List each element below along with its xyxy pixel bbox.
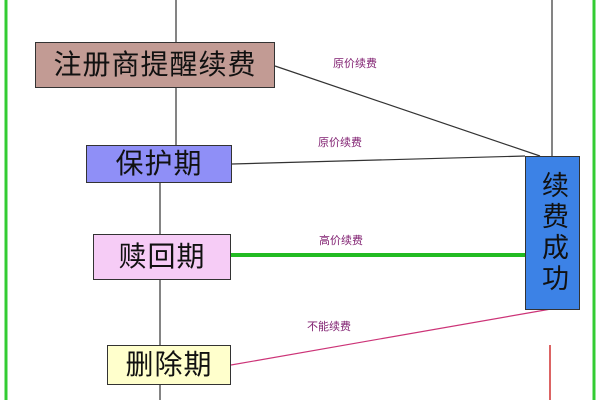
redemption-period-box: 赎回期 — [93, 234, 231, 280]
edge-delete-to-success — [230, 308, 552, 366]
protection-period-box: 保护期 — [86, 145, 232, 183]
edge-label-register: 原价续费 — [333, 57, 377, 70]
edge-label-delete: 不能续费 — [307, 320, 351, 333]
edge-label-protect: 原价续费 — [318, 136, 362, 149]
edge-register-to-success — [274, 65, 541, 157]
outer-frame — [4, 0, 596, 400]
register-reminder-box: 注册商提醒续费 — [35, 42, 275, 88]
deletion-period-box: 删除期 — [107, 345, 231, 385]
edge-label-redeem: 高价续费 — [319, 234, 363, 247]
edge-protect-to-success — [231, 155, 526, 165]
renewal-success-box: 续费成功 — [525, 156, 580, 310]
